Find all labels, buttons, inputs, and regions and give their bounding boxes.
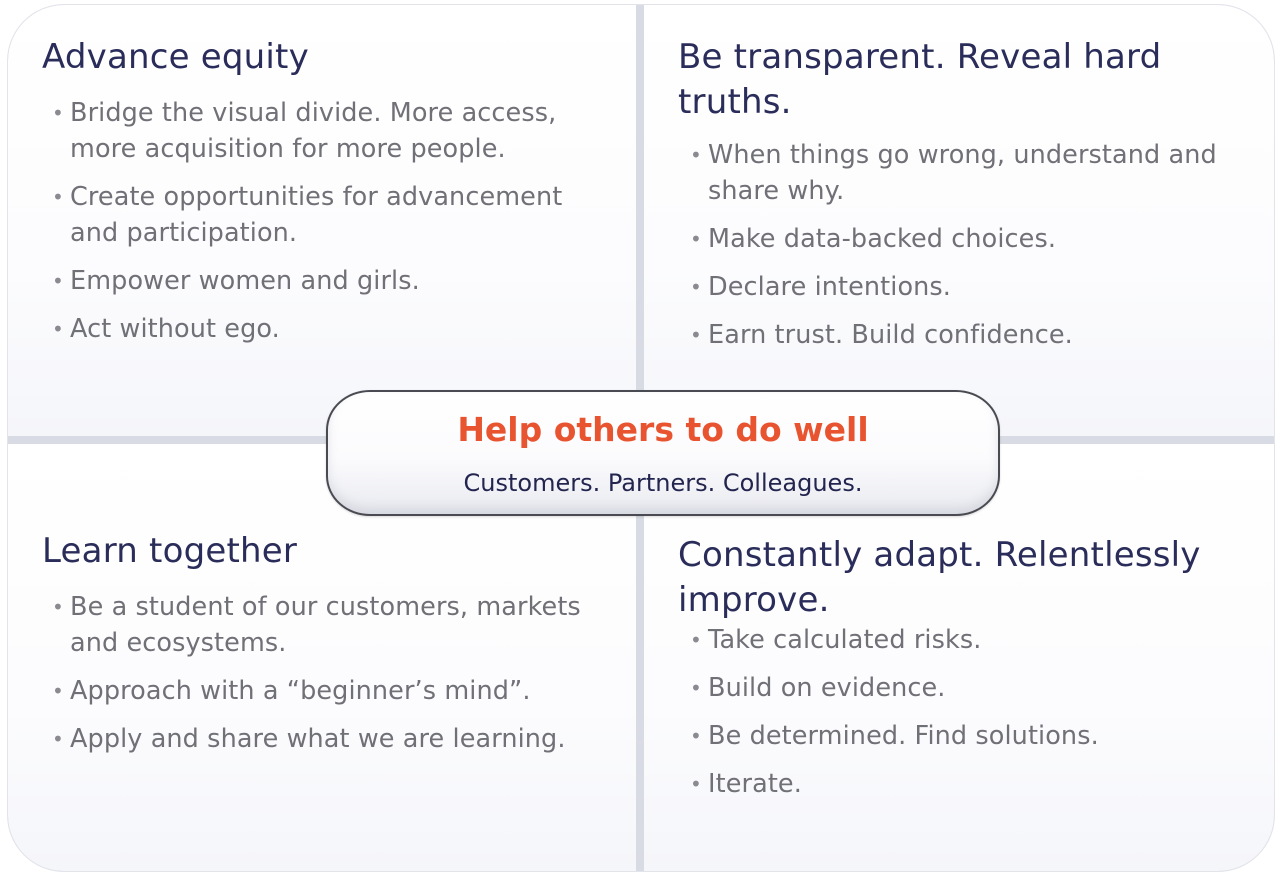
- quadrant-heading: Be transparent. Reveal hard truths.: [678, 37, 1162, 122]
- bullet-item: Iterate.: [690, 766, 1265, 802]
- bullet-item: Empower women and girls.: [52, 263, 612, 299]
- bullet-item: Apply and share what we are learning.: [52, 721, 627, 757]
- quadrant-heading: Constantly adapt. Relentlessly improve.: [678, 535, 1201, 620]
- bullet-list: Take calculated risks. Build on evidence…: [690, 622, 1265, 814]
- bullet-list: When things go wrong, understand and sha…: [690, 137, 1265, 365]
- center-title: Help others to do well: [457, 410, 869, 449]
- bullet-list: Bridge the visual divide. More access, m…: [52, 95, 612, 359]
- bullet-item: Declare intentions.: [690, 269, 1265, 305]
- bullet-item: Approach with a “beginner’s mind”.: [52, 673, 627, 709]
- quadrant-heading: Advance equity: [42, 37, 309, 77]
- bullet-item: Be a student of our customers, markets a…: [52, 589, 627, 661]
- bullet-item: Bridge the visual divide. More access, m…: [52, 95, 612, 167]
- bullet-item: Make data-backed choices.: [690, 221, 1265, 257]
- bullet-item: Be determined. Find solutions.: [690, 718, 1265, 754]
- bullet-item: Create opportunities for advancement and…: [52, 179, 612, 251]
- values-diagram: Advance equity Bridge the visual divide.…: [8, 5, 1274, 871]
- bullet-item: Earn trust. Build confidence.: [690, 317, 1265, 353]
- bullet-list: Be a student of our customers, markets a…: [52, 589, 627, 769]
- quadrant-heading: Learn together: [42, 531, 298, 571]
- center-subtitle: Customers. Partners. Colleagues.: [463, 469, 863, 497]
- bullet-item: Build on evidence.: [690, 670, 1265, 706]
- bullet-item: When things go wrong, understand and sha…: [690, 137, 1265, 209]
- bullet-item: Act without ego.: [52, 311, 612, 347]
- center-callout: Help others to do well Customers. Partne…: [326, 390, 1000, 516]
- bullet-item: Take calculated risks.: [690, 622, 1265, 658]
